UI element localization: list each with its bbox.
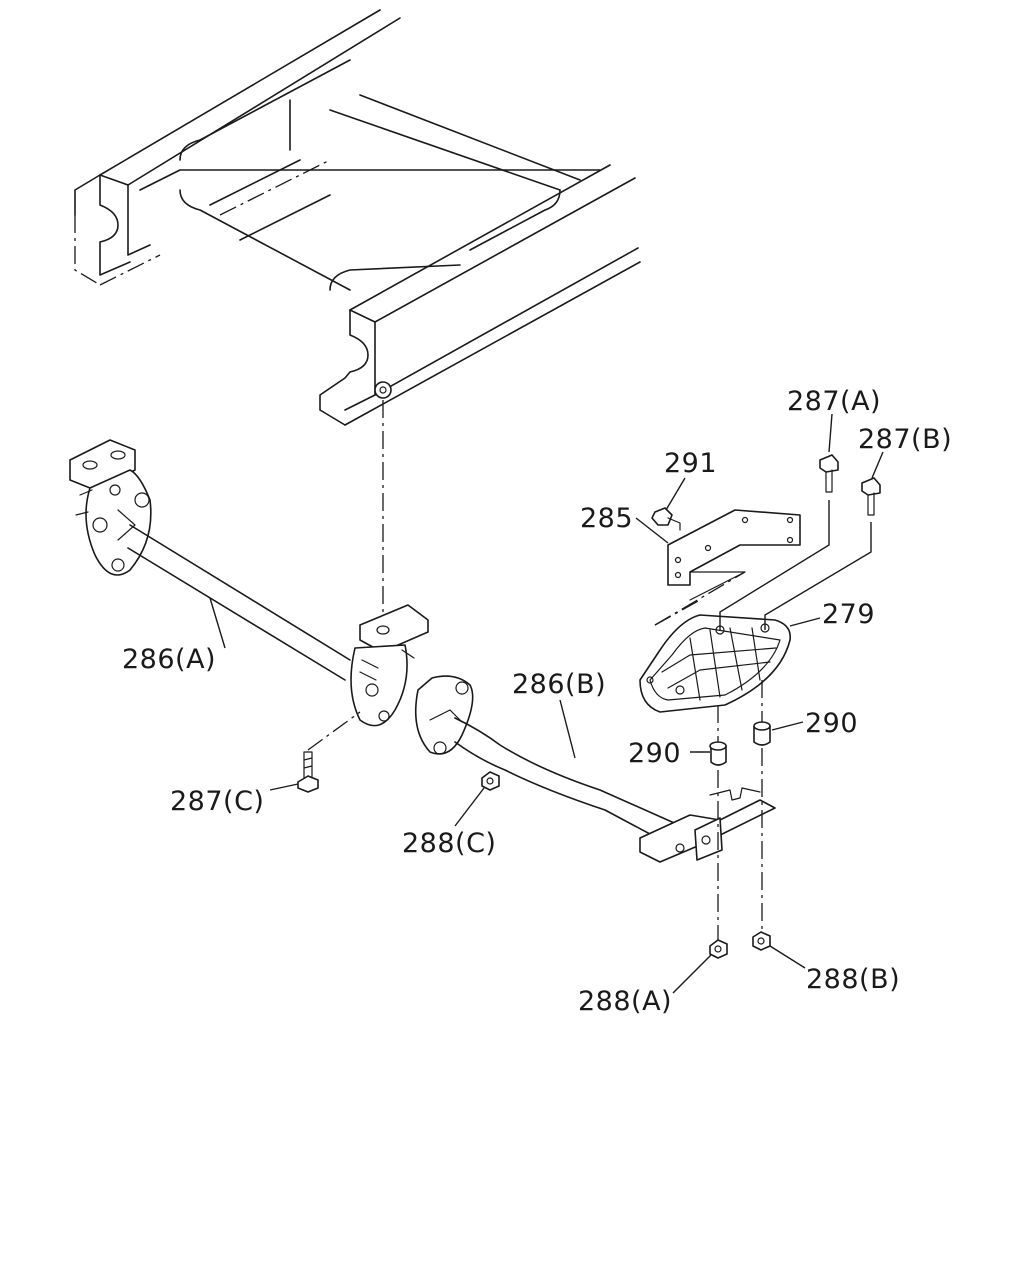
label-287a: 287(A) [787, 386, 881, 417]
leader-285 [635, 517, 669, 544]
plane-line [654, 599, 701, 626]
leader-288c [454, 787, 485, 827]
label-291: 291 [664, 448, 717, 479]
leader-290b [771, 721, 804, 731]
spacer-290-left [709, 741, 727, 766]
bolt-291 [651, 507, 681, 531]
bolt-287c [297, 711, 361, 793]
label-287b: 287(B) [858, 424, 952, 455]
spacer-290-right [753, 721, 771, 746]
bolt-287a [719, 454, 839, 630]
label-279: 279 [822, 599, 875, 630]
nut-288b [752, 931, 771, 951]
leader-286b [559, 699, 576, 759]
nut-288a [709, 939, 728, 959]
leader-286a [209, 597, 226, 649]
bracket-left [69, 439, 152, 576]
label-288b: 288(B) [806, 964, 900, 995]
bolt-287b [764, 477, 881, 630]
label-285: 285 [580, 503, 633, 534]
nut-288c [481, 771, 500, 791]
leader-287b [871, 451, 884, 479]
bar-286a [127, 524, 351, 681]
leader-288b [769, 945, 806, 969]
label-288a: 288(A) [578, 986, 672, 1017]
label-286b: 286(B) [512, 669, 606, 700]
label-290-right: 290 [805, 708, 858, 739]
label-290-left: 290 [628, 738, 681, 769]
bracket-center [350, 604, 429, 727]
leader-279 [789, 617, 821, 627]
leader-291 [665, 477, 686, 511]
label-288c: 288(C) [402, 828, 496, 859]
label-287c: 287(C) [170, 786, 264, 817]
label-286a: 286(A) [122, 644, 216, 675]
leader-288a [672, 954, 712, 994]
leader-287a [828, 413, 833, 453]
chassis-frame [74, 9, 641, 426]
bar-286b [414, 675, 776, 863]
leader-287c [269, 783, 299, 791]
step-279 [639, 614, 792, 713]
